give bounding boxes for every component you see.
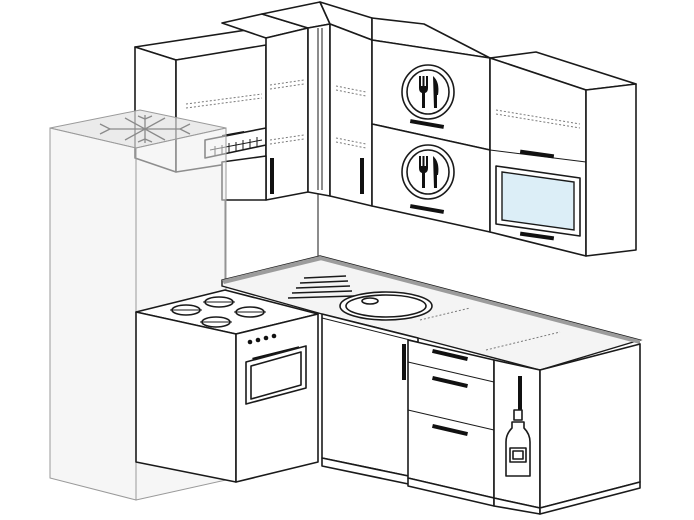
countertop: [221, 255, 643, 371]
fork-knife-plate-icon: [401, 144, 455, 200]
base-cabinet-bottle: [493, 359, 541, 515]
upper-right-cabinet-decor: [371, 17, 491, 233]
drawer-handle: [432, 349, 468, 361]
base-cabinet-end: [539, 343, 641, 515]
cabinet-handle: [409, 204, 445, 214]
base-cabinet-drawers: [407, 339, 495, 507]
stove-knobs: [247, 333, 277, 345]
cabinet-handle: [409, 119, 445, 129]
base-cabinet-sink: [321, 313, 419, 487]
cabinet-handle: [519, 231, 555, 241]
cabinet-handle: [360, 158, 364, 194]
snowflake-icon: [99, 115, 191, 143]
bottle-icon: [505, 409, 531, 477]
cabinet-handle: [518, 376, 522, 412]
oven-door: [245, 345, 307, 405]
fork-knife-plate-icon: [401, 64, 455, 120]
upper-corner-column: [261, 1, 331, 197]
stove: [135, 289, 319, 483]
cabinet-handle: [402, 344, 406, 380]
sink: [339, 291, 433, 321]
cabinet-handle: [270, 158, 274, 194]
drawer-handle: [432, 376, 468, 388]
cabinet-handle: [519, 149, 555, 159]
upper-left-corner-cabinet: [221, 13, 309, 201]
microwave: [495, 165, 581, 237]
drawer-handle: [432, 424, 468, 436]
upper-right-cabinet-microwave: [489, 51, 637, 257]
burner-icon: [170, 296, 266, 328]
